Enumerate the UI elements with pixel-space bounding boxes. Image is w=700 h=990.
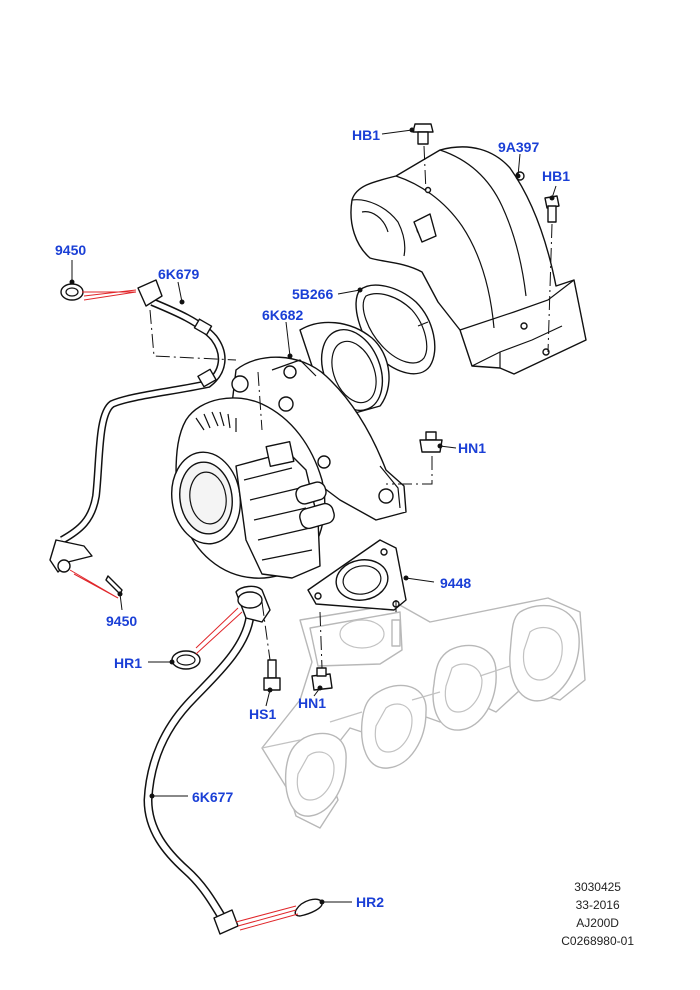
callout-hb1-top: HB1 [352, 127, 380, 143]
leader-lines [69, 127, 557, 905]
washer-9450-left [105, 575, 123, 595]
nut-hn1-bottom [311, 667, 333, 691]
alignment-lines [149, 145, 553, 669]
washer-9450-top [60, 283, 84, 301]
gasket-9448 [307, 539, 407, 611]
reference-number: 3030425 [574, 880, 621, 894]
callout-hs1: HS1 [249, 706, 276, 722]
callout-9450-top: 9450 [55, 242, 86, 258]
callout-hn1-right: HN1 [458, 440, 486, 456]
heat-shield-9a397 [350, 146, 587, 375]
nut-hn1-right [419, 431, 443, 453]
callout-9448: 9448 [440, 575, 471, 591]
callout-hr1: HR1 [114, 655, 142, 671]
bolt-hs1 [263, 659, 281, 691]
callout-hb1-right: HB1 [542, 168, 570, 184]
reference-drawing-id: C0268980-01 [561, 934, 634, 948]
o-ring-hr2 [294, 898, 323, 917]
callout-6k679: 6K679 [158, 266, 199, 282]
turbocharger-6k682 [171, 321, 407, 579]
callout-5b266: 5B266 [292, 286, 333, 302]
bolt-hb1-top [412, 123, 434, 145]
callout-6k682: 6K682 [262, 307, 303, 323]
oil-drain-pipe-6k677 [143, 585, 271, 935]
callout-6k677: 6K677 [192, 789, 233, 805]
reference-date-code: 33-2016 [575, 898, 620, 912]
callout-9a397: 9A397 [498, 139, 539, 155]
callout-hr2: HR2 [356, 894, 384, 910]
callout-9450-left: 9450 [106, 613, 137, 629]
exhaust-manifold-ghost [261, 597, 586, 829]
drawing-reference-block: 3030425 33-2016 AJ200D C0268980-01 [561, 878, 634, 950]
reference-engine-code: AJ200D [576, 916, 619, 930]
red-pointer-lines [69, 289, 299, 931]
callout-hn1-bottom: HN1 [298, 695, 326, 711]
oil-feed-pipe-6k679 [49, 279, 226, 573]
